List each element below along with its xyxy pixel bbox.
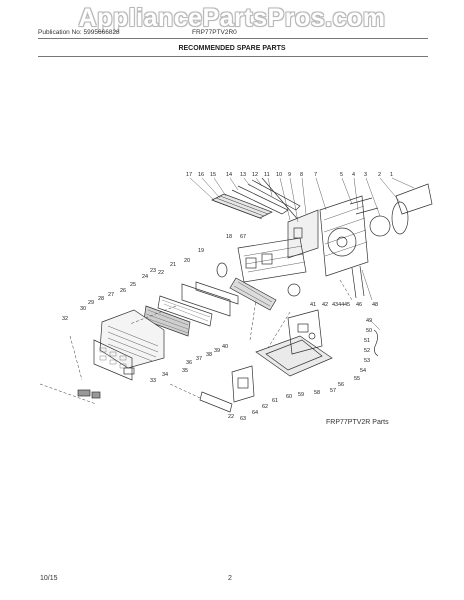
- callout: 46: [356, 302, 362, 308]
- callout: 48: [372, 302, 378, 308]
- back-panel: [395, 183, 433, 215]
- drain-tube: [199, 391, 233, 413]
- callout: 1: [390, 172, 393, 178]
- callout: 11: [264, 172, 270, 178]
- callout: 50: [366, 328, 372, 334]
- callout: 67: [240, 234, 246, 240]
- base-pan: [255, 335, 333, 377]
- callout: 22: [158, 270, 164, 276]
- title-rule: [38, 56, 428, 57]
- page-title: RECOMMENDED SPARE PARTS: [178, 45, 286, 52]
- callout: 61: [272, 398, 278, 404]
- callout: 49: [366, 318, 372, 324]
- callout: 18: [226, 234, 232, 240]
- callout: 28: [98, 296, 104, 302]
- callout: 64: [252, 410, 258, 416]
- callout: 41: [310, 302, 316, 308]
- callout: 60: [286, 394, 292, 400]
- rod: [261, 177, 301, 223]
- evaporator-coil: [237, 237, 307, 283]
- callout: 5: [340, 172, 343, 178]
- callout: 12: [252, 172, 258, 178]
- motor-mount: [216, 262, 228, 278]
- callout: 13: [240, 172, 246, 178]
- watermark: AppliancePartsPros.com: [78, 4, 386, 32]
- callout: 19: [198, 248, 204, 254]
- callout: 32: [62, 316, 68, 322]
- callout: 22: [228, 414, 234, 420]
- filter-cover: [123, 367, 135, 375]
- callout: 56: [338, 382, 344, 388]
- condenser-coil: [319, 195, 369, 277]
- callout: 16: [198, 172, 204, 178]
- callout: 15: [210, 172, 216, 178]
- diagram-caption: FRP77PTV2R Parts: [326, 419, 389, 426]
- diagram-drawing: [39, 177, 433, 413]
- heater-assembly: [231, 365, 255, 403]
- front-panel: [93, 339, 133, 381]
- callout: 21: [170, 262, 176, 268]
- electric-box: [287, 309, 323, 355]
- callout: 40: [222, 344, 228, 350]
- callout: 45: [344, 302, 350, 308]
- publication-number: Publication No: 5995666828: [38, 29, 120, 36]
- callout: 25: [130, 282, 136, 288]
- top-grille: [211, 193, 273, 219]
- callout: 57: [330, 388, 336, 394]
- callout: 27: [108, 292, 114, 298]
- small-part-b: [91, 391, 101, 399]
- callout: 33: [150, 378, 156, 384]
- blower-cylinder: [229, 277, 277, 311]
- motor-hub: [287, 283, 301, 297]
- callout: 42: [322, 302, 328, 308]
- header-rule: [38, 38, 428, 39]
- control-panel: [287, 209, 319, 259]
- callout: 35: [182, 368, 188, 374]
- callout: 17: [186, 172, 192, 178]
- page-number: 2: [228, 575, 232, 582]
- callout: 58: [314, 390, 320, 396]
- fan-blade: [391, 201, 409, 235]
- callout: 30: [80, 306, 86, 312]
- callout: 34: [162, 372, 168, 378]
- callout: 62: [262, 404, 268, 410]
- callout: 54: [360, 368, 366, 374]
- callout: 4344: [332, 302, 344, 308]
- fan-motor: [369, 215, 391, 237]
- callout: 63: [240, 416, 246, 422]
- callout: 3: [364, 172, 367, 178]
- callout: 7: [314, 172, 317, 178]
- callout: 36: [186, 360, 192, 366]
- top-rail: [231, 185, 289, 215]
- callout: 38: [206, 352, 212, 358]
- callout: 20: [184, 258, 190, 264]
- blower-wheel: [327, 227, 357, 257]
- callout: 37: [196, 356, 202, 362]
- callout: 9: [288, 172, 291, 178]
- callout: 55: [354, 376, 360, 382]
- small-part-a: [77, 389, 91, 397]
- callout: 2: [378, 172, 381, 178]
- callout: 8: [300, 172, 303, 178]
- callout: 59: [298, 392, 304, 398]
- model-number: FRP77PTV2R0: [192, 29, 237, 36]
- callout-labels: 17 16 15 14 13 12 11 10 9 8 7 5 4 3 2 1 …: [62, 172, 393, 422]
- drain-hose: [373, 329, 379, 357]
- callout: 24: [142, 274, 148, 280]
- air-filter: [143, 305, 191, 337]
- callout: 51: [364, 338, 370, 344]
- callout: 53: [364, 358, 370, 364]
- callout: 52: [364, 348, 370, 354]
- filter-frame: [181, 283, 231, 317]
- callout: 26: [120, 288, 126, 294]
- callout: 23: [150, 268, 156, 274]
- callout: 29: [88, 300, 94, 306]
- callout: 10: [276, 172, 282, 178]
- callout: 14: [226, 172, 232, 178]
- footer-date: 10/15: [40, 575, 58, 582]
- callout: 4: [352, 172, 355, 178]
- callout: 39: [214, 348, 220, 354]
